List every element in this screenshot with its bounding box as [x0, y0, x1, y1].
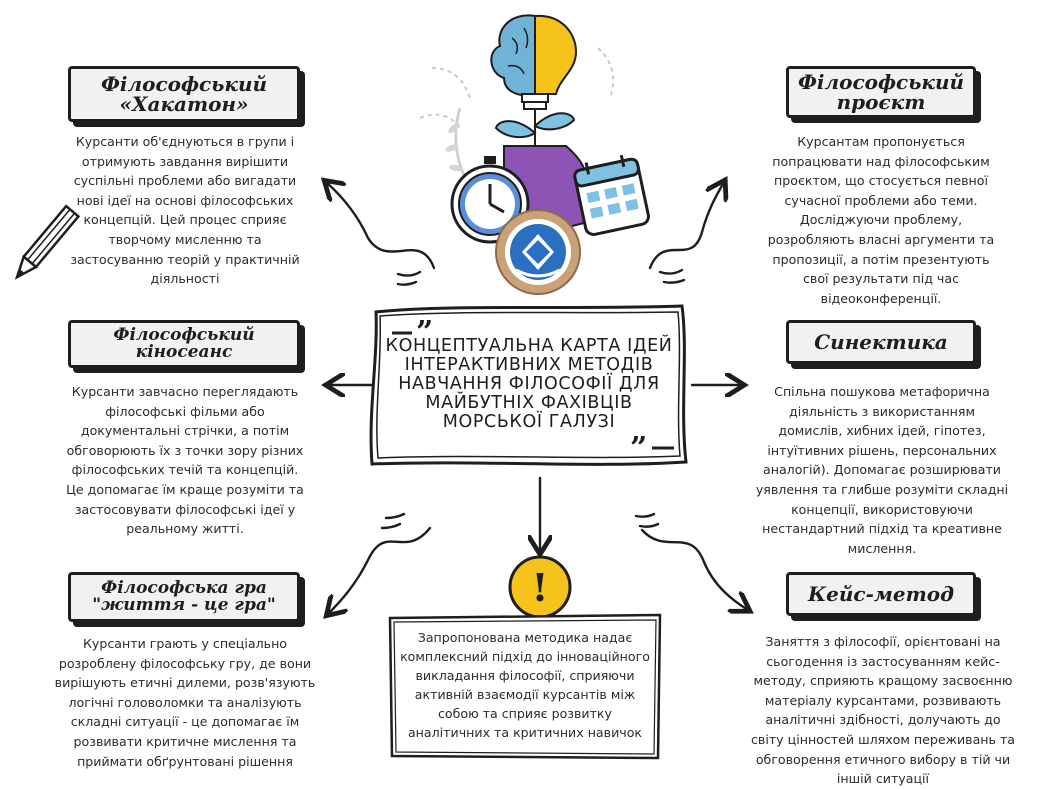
bulb-icon [534, 14, 578, 95]
summary-frame [388, 613, 662, 760]
arrow-to-hackathon [326, 182, 436, 270]
game-title-line: "життя - це гра" [92, 595, 276, 615]
center-title-line: НАВЧАННЯ ФІЛОСОФІЇ ДЛЯ [398, 373, 660, 394]
summary-line: Запропонована методика надає [417, 630, 633, 645]
hackathon-description: Курсанти об'єднуються в групи і отримуют… [70, 134, 300, 287]
decor-swirl [597, 47, 614, 99]
project-title-line: Філософський [797, 70, 965, 94]
center-title: КОНЦЕПТУАЛЬНА КАРТА ІДЕЙ ІНТЕРАКТИВНИХ М… [378, 314, 680, 454]
pencil-icon [14, 204, 81, 280]
arrow-to-case [640, 528, 748, 610]
center-title-line: МОРСЬКОЇ ГАЛУЗІ [442, 411, 616, 432]
quote-open-icon: ” [392, 315, 433, 350]
svg-text:”: ” [630, 431, 647, 466]
project-title-line: проєкт [836, 90, 926, 114]
synectics-title: Синектика [786, 320, 976, 364]
summary-line: аналітичних та критичних навичок [407, 725, 643, 740]
hackathon-title-line: «Хакатон» [119, 92, 249, 116]
synectics-description: Спільна пошукова метафорична діяльність … [755, 384, 1009, 556]
calendar-icon [573, 154, 650, 236]
synectics-title-line: Синектика [814, 330, 948, 354]
center-frame: ” ” [369, 304, 688, 466]
arrow-to-project [648, 182, 724, 270]
summary-line: активній взаємодії курсантів між [414, 687, 636, 702]
brain-icon [490, 14, 536, 97]
maritime-emblem-logo [495, 209, 581, 295]
stopwatch-icon [450, 156, 530, 244]
game-title: Філософська гра "життя - це гра" [68, 572, 300, 622]
project-description: Курсантам пропонується попрацювати над ф… [767, 134, 995, 306]
cinema-description: Курсанти завчасно переглядають філософсь… [66, 384, 304, 537]
case-title-line: Кейс-метод [807, 582, 955, 606]
center-title-line: МАЙБУТНІХ ФАХІВЦІВ [425, 392, 633, 413]
hackathon-title-line: Філософський [100, 72, 268, 96]
game-description: Курсанти грають у спеціально розроблену … [54, 636, 316, 769]
summary-line: викладання філософії, сприяючи [415, 668, 635, 683]
summary-line: комплексний підхід до інноваційного [400, 649, 650, 664]
center-title-line: КОНЦЕПТУАЛЬНА КАРТА ІДЕЙ [385, 335, 673, 356]
quote-close-icon: ” [630, 431, 674, 466]
arrow-to-game [328, 526, 432, 614]
case-description: Заняття з філософії, орієнтовані на сьог… [751, 634, 1015, 787]
game-title-line: Філософська гра [101, 578, 267, 598]
cinema-title: Філософський кіносеанс [68, 320, 300, 368]
decor-swirl [431, 67, 471, 99]
summary-line: собою та сприяє розвитку [438, 706, 612, 721]
summary-text: Запропонована методика надає комплексний… [392, 618, 658, 758]
leaf-icon [494, 120, 537, 139]
project-title: Філософський проєкт [786, 66, 976, 118]
svg-text:”: ” [416, 315, 433, 350]
exclamation-icon: ! [531, 564, 549, 610]
cinema-title-line: кіносеанс [135, 342, 233, 362]
case-title: Кейс-метод [786, 572, 976, 616]
center-title-line: ІНТЕРАКТИВНИХ МЕТОДІВ [404, 354, 654, 375]
lightbulb-head-illustration [419, 14, 650, 295]
hackathon-title: Філософський «Хакатон» [68, 66, 300, 122]
cinema-title-line: Філософський [113, 325, 255, 345]
leaf-icon [533, 112, 576, 131]
